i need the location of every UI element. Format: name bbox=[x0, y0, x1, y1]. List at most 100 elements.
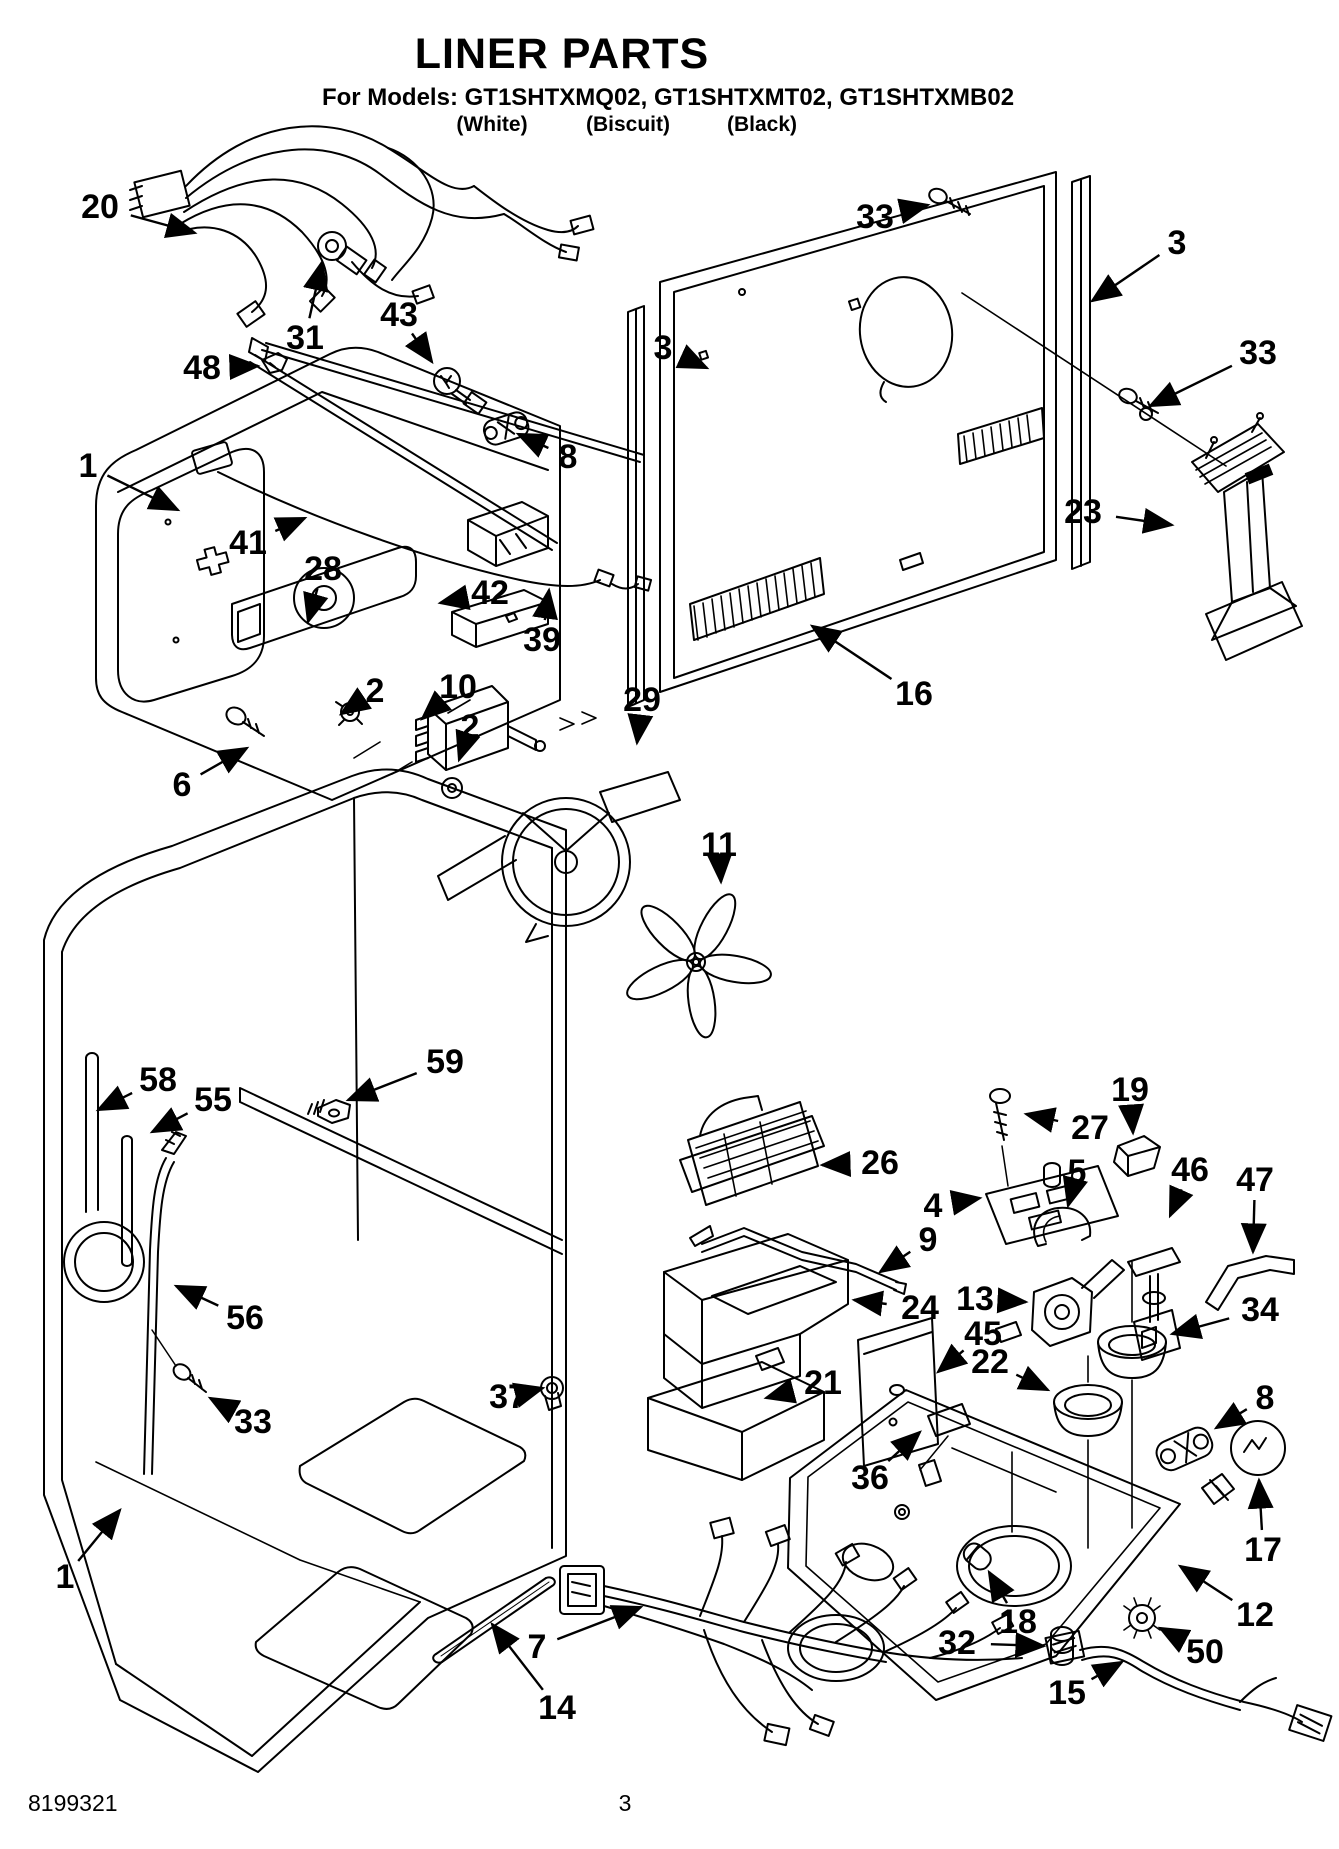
callout-9: 9 bbox=[877, 1221, 938, 1274]
callout-arrow-20 bbox=[130, 212, 198, 238]
callout-arrow-16 bbox=[809, 624, 893, 680]
callout-13: 13 bbox=[956, 1280, 1029, 1318]
callout-number-41: 41 bbox=[229, 524, 267, 562]
callout-arrow-3b bbox=[1089, 254, 1161, 303]
wire-harness-top bbox=[129, 125, 595, 446]
callout-arrow-32 bbox=[990, 1632, 1047, 1659]
callout-arrow-4 bbox=[949, 1189, 983, 1216]
callout-number-12: 12 bbox=[1236, 1596, 1274, 1634]
callout-28: 28 bbox=[303, 550, 342, 625]
callout-arrow-46 bbox=[1168, 1184, 1194, 1219]
callout-arrow-12 bbox=[1177, 1564, 1233, 1602]
callout-number-43: 43 bbox=[380, 296, 418, 334]
tube-56 bbox=[143, 1131, 187, 1475]
callout-number-48: 48 bbox=[183, 349, 221, 387]
light-bulb-17 bbox=[1201, 1420, 1286, 1505]
screw-33-right bbox=[1118, 387, 1159, 421]
callout-number-24: 24 bbox=[901, 1289, 939, 1327]
callout-45: 45 bbox=[936, 1315, 1002, 1374]
plug-37 bbox=[540, 1376, 564, 1411]
callout-arrow-27 bbox=[1023, 1107, 1059, 1133]
callout-arrow-6 bbox=[200, 746, 250, 776]
callout-2b: 2 bbox=[455, 708, 481, 763]
callout-19: 19 bbox=[1111, 1071, 1149, 1136]
clip-59 bbox=[307, 1099, 351, 1124]
bracket-39 bbox=[467, 501, 549, 567]
callout-10: 10 bbox=[420, 668, 477, 721]
callout-number-59: 59 bbox=[426, 1043, 464, 1081]
callout-number-7: 7 bbox=[528, 1628, 547, 1666]
callout-number-28: 28 bbox=[304, 550, 342, 588]
light-bulb-43 bbox=[433, 367, 488, 415]
trim-strip-3-right bbox=[1071, 175, 1091, 570]
finish-label: (Black) bbox=[726, 113, 798, 136]
callout-arrow-3a bbox=[675, 344, 710, 370]
callout-11: 11 bbox=[701, 826, 737, 885]
callout-33a: 33 bbox=[856, 198, 931, 236]
callout-number-1a: 1 bbox=[79, 447, 98, 485]
callout-number-8b: 8 bbox=[1256, 1379, 1275, 1417]
callout-34: 34 bbox=[1169, 1291, 1279, 1340]
callout-arrow-18 bbox=[987, 1569, 1015, 1604]
callout-12: 12 bbox=[1177, 1564, 1274, 1634]
evaporator-panel bbox=[627, 171, 1227, 708]
callout-number-14: 14 bbox=[538, 1689, 576, 1727]
page-number: 3 bbox=[618, 1790, 632, 1816]
callout-29: 29 bbox=[623, 681, 661, 746]
thermostat-10 bbox=[415, 685, 546, 771]
callout-59: 59 bbox=[345, 1043, 464, 1102]
air-duct-cluster bbox=[647, 1095, 971, 1481]
callout-number-50: 50 bbox=[1186, 1633, 1224, 1671]
callout-6: 6 bbox=[173, 746, 250, 804]
callout-arrow-28 bbox=[303, 588, 329, 625]
callout-2a: 2 bbox=[338, 672, 384, 716]
lamp-socket-8-bottom bbox=[1155, 1426, 1214, 1472]
callout-arrow-33b bbox=[1147, 364, 1233, 408]
callout-number-13: 13 bbox=[956, 1280, 994, 1318]
callout-arrow-7 bbox=[556, 1605, 644, 1641]
callout-number-4: 4 bbox=[924, 1187, 943, 1225]
callout-number-9: 9 bbox=[919, 1221, 938, 1259]
grommet-2 bbox=[441, 777, 463, 799]
callout-arrow-45 bbox=[936, 1343, 969, 1374]
callout-arrow-5 bbox=[1062, 1175, 1088, 1209]
callout-number-26: 26 bbox=[861, 1144, 899, 1182]
callout-arrow-26 bbox=[819, 1151, 852, 1178]
callout-number-36: 36 bbox=[851, 1459, 889, 1497]
callout-arrow-33a bbox=[897, 198, 931, 224]
callout-arrow-21 bbox=[763, 1378, 797, 1404]
callout-43: 43 bbox=[380, 296, 434, 365]
callout-number-47: 47 bbox=[1236, 1161, 1274, 1199]
bowl-22 bbox=[1053, 1384, 1123, 1437]
bracket-47 bbox=[1205, 1255, 1295, 1311]
callout-number-19: 19 bbox=[1111, 1071, 1149, 1109]
callout-36: 36 bbox=[851, 1430, 922, 1497]
callout-arrow-55 bbox=[149, 1107, 189, 1134]
callout-46: 46 bbox=[1168, 1151, 1209, 1219]
callout-47: 47 bbox=[1236, 1161, 1274, 1255]
callout-37: 37 bbox=[489, 1378, 546, 1416]
callout-arrow-31 bbox=[303, 259, 329, 319]
callout-24: 24 bbox=[851, 1289, 939, 1327]
bottom-harness bbox=[432, 1516, 1023, 1747]
callout-58: 58 bbox=[95, 1061, 177, 1112]
trim-strip-3-left bbox=[627, 305, 645, 708]
callout-arrow-2a bbox=[338, 687, 372, 716]
strap-9 bbox=[689, 1225, 907, 1295]
callout-15: 15 bbox=[1048, 1660, 1125, 1712]
callout-arrow-24 bbox=[851, 1290, 887, 1317]
callout-number-8a: 8 bbox=[559, 438, 578, 476]
callout-arrow-14 bbox=[490, 1621, 544, 1691]
bottom-pan-group bbox=[787, 1389, 1333, 1742]
callout-number-20: 20 bbox=[81, 188, 119, 226]
callout-arrow-48 bbox=[228, 354, 261, 381]
callout-arrow-33c bbox=[207, 1396, 242, 1424]
callout-23: 23 bbox=[1064, 493, 1175, 534]
callout-arrow-22 bbox=[1015, 1365, 1051, 1392]
callout-arrow-2b bbox=[455, 728, 481, 763]
damper-control-23 bbox=[1191, 412, 1303, 661]
callout-31: 31 bbox=[286, 259, 329, 357]
piece-18 bbox=[962, 1542, 992, 1571]
